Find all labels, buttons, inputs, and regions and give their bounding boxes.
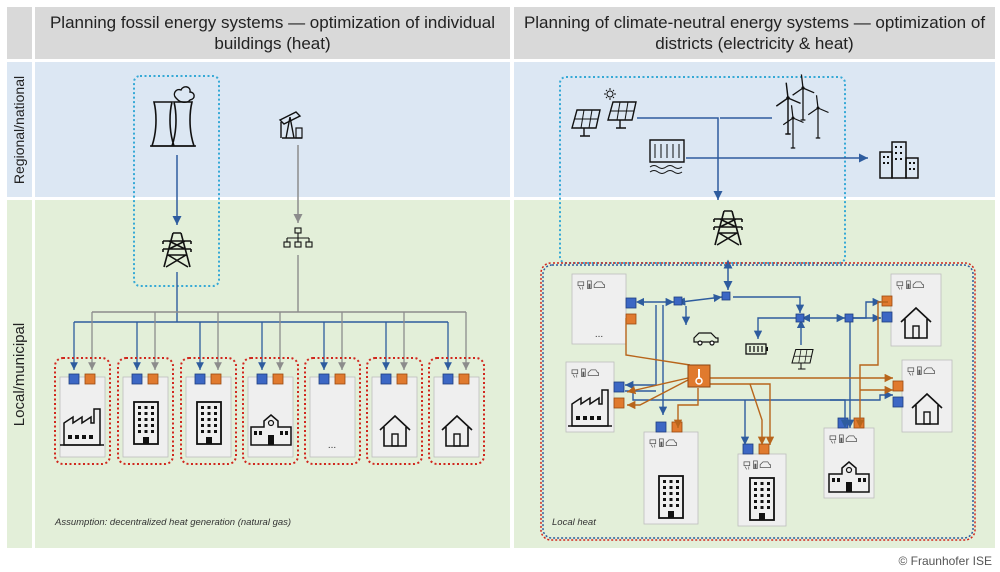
- left-building-3: [180, 357, 237, 465]
- electricity-port: [131, 373, 143, 385]
- electricity-port: [380, 373, 392, 385]
- heat-pump-icon: [687, 364, 711, 388]
- left-building-2: [117, 357, 174, 465]
- regional-right-cell: [514, 62, 995, 197]
- heat-port: [758, 443, 770, 455]
- left-building-5: ...: [304, 357, 361, 465]
- local-left-cell: [35, 200, 510, 548]
- district-building-6: [881, 273, 942, 347]
- placeholder-text: ...: [328, 440, 336, 451]
- right-building-group: ...: [565, 273, 953, 527]
- corner-header: [7, 7, 32, 59]
- district-building-2: [565, 361, 625, 433]
- electricity-port: [625, 297, 637, 309]
- electricity-port: [442, 373, 454, 385]
- left-column-header: Planning fossil energy systems — optimiz…: [35, 7, 510, 59]
- local-heat-note: Local heat: [552, 517, 596, 528]
- heat-port: [84, 373, 96, 385]
- heat-port: [613, 397, 625, 409]
- district-building-3: [643, 421, 699, 525]
- left-building-7: [428, 357, 485, 465]
- right-column-header: Planning of climate-neutral energy syste…: [514, 7, 995, 59]
- electricity-port: [892, 396, 904, 408]
- wind-turbine-icon: [775, 73, 830, 149]
- hydro-dam-icon: [649, 139, 685, 174]
- regional-left-cell: [35, 62, 510, 197]
- city-icon: [879, 141, 919, 179]
- electricity-port: [742, 443, 754, 455]
- assumption-note: Assumption: decentralized heat generatio…: [55, 517, 292, 528]
- sun-icon: [604, 88, 616, 100]
- pylon-icon: [162, 232, 192, 268]
- district-building-5: [823, 417, 875, 499]
- regional-row-label-cell: Regional/national: [7, 62, 32, 197]
- local-row-label-cell: Local/municipal: [7, 200, 32, 548]
- left-building-row: ...: [54, 357, 485, 465]
- district-building-1: ...: [571, 273, 637, 345]
- heat-network: [625, 301, 893, 445]
- electricity-port: [837, 417, 849, 429]
- placeholder-text: ...: [595, 329, 603, 340]
- heat-port: [272, 373, 284, 385]
- pylon-icon: [713, 210, 743, 246]
- electricity-port: [655, 421, 667, 433]
- electricity-network: [625, 293, 893, 445]
- heat-port: [396, 373, 408, 385]
- electricity-port: [613, 381, 625, 393]
- renewable-supply-box: [559, 76, 846, 264]
- oil-pump-icon: [278, 111, 303, 139]
- solar-panel-icon: [571, 109, 601, 137]
- heat-port: [881, 295, 893, 307]
- heat-port: [210, 373, 222, 385]
- left-building-1: [54, 357, 111, 465]
- distribution-icon: [283, 227, 313, 248]
- network-hubs: [673, 291, 854, 323]
- electricity-port: [256, 373, 268, 385]
- heat-port: [853, 417, 865, 429]
- heat-port: [334, 373, 346, 385]
- solar-panel-icon: [607, 101, 637, 129]
- district-building-4: [737, 443, 787, 527]
- battery-icon: [745, 343, 768, 355]
- electric-car-icon: [693, 332, 719, 346]
- heat-port: [147, 373, 159, 385]
- right-column-title: Planning of climate-neutral energy syste…: [523, 13, 986, 53]
- left-building-4: [242, 357, 299, 465]
- heat-port: [892, 380, 904, 392]
- heat-port: [671, 421, 683, 433]
- electricity-port: [318, 373, 330, 385]
- electricity-port: [881, 311, 893, 323]
- building-feed-lines: [70, 312, 470, 370]
- heat-port: [458, 373, 470, 385]
- district-building-7: [892, 359, 953, 433]
- power-plant-icon: [150, 86, 196, 147]
- solar-panel-icon: [791, 348, 814, 370]
- district-box: [542, 264, 974, 539]
- left-building-6: [366, 357, 423, 465]
- left-column-title: Planning fossil energy systems — optimiz…: [49, 13, 496, 53]
- electricity-port: [194, 373, 206, 385]
- heat-port: [625, 313, 637, 325]
- electricity-port: [68, 373, 80, 385]
- copyright: © Fraunhofer ISE: [898, 554, 992, 568]
